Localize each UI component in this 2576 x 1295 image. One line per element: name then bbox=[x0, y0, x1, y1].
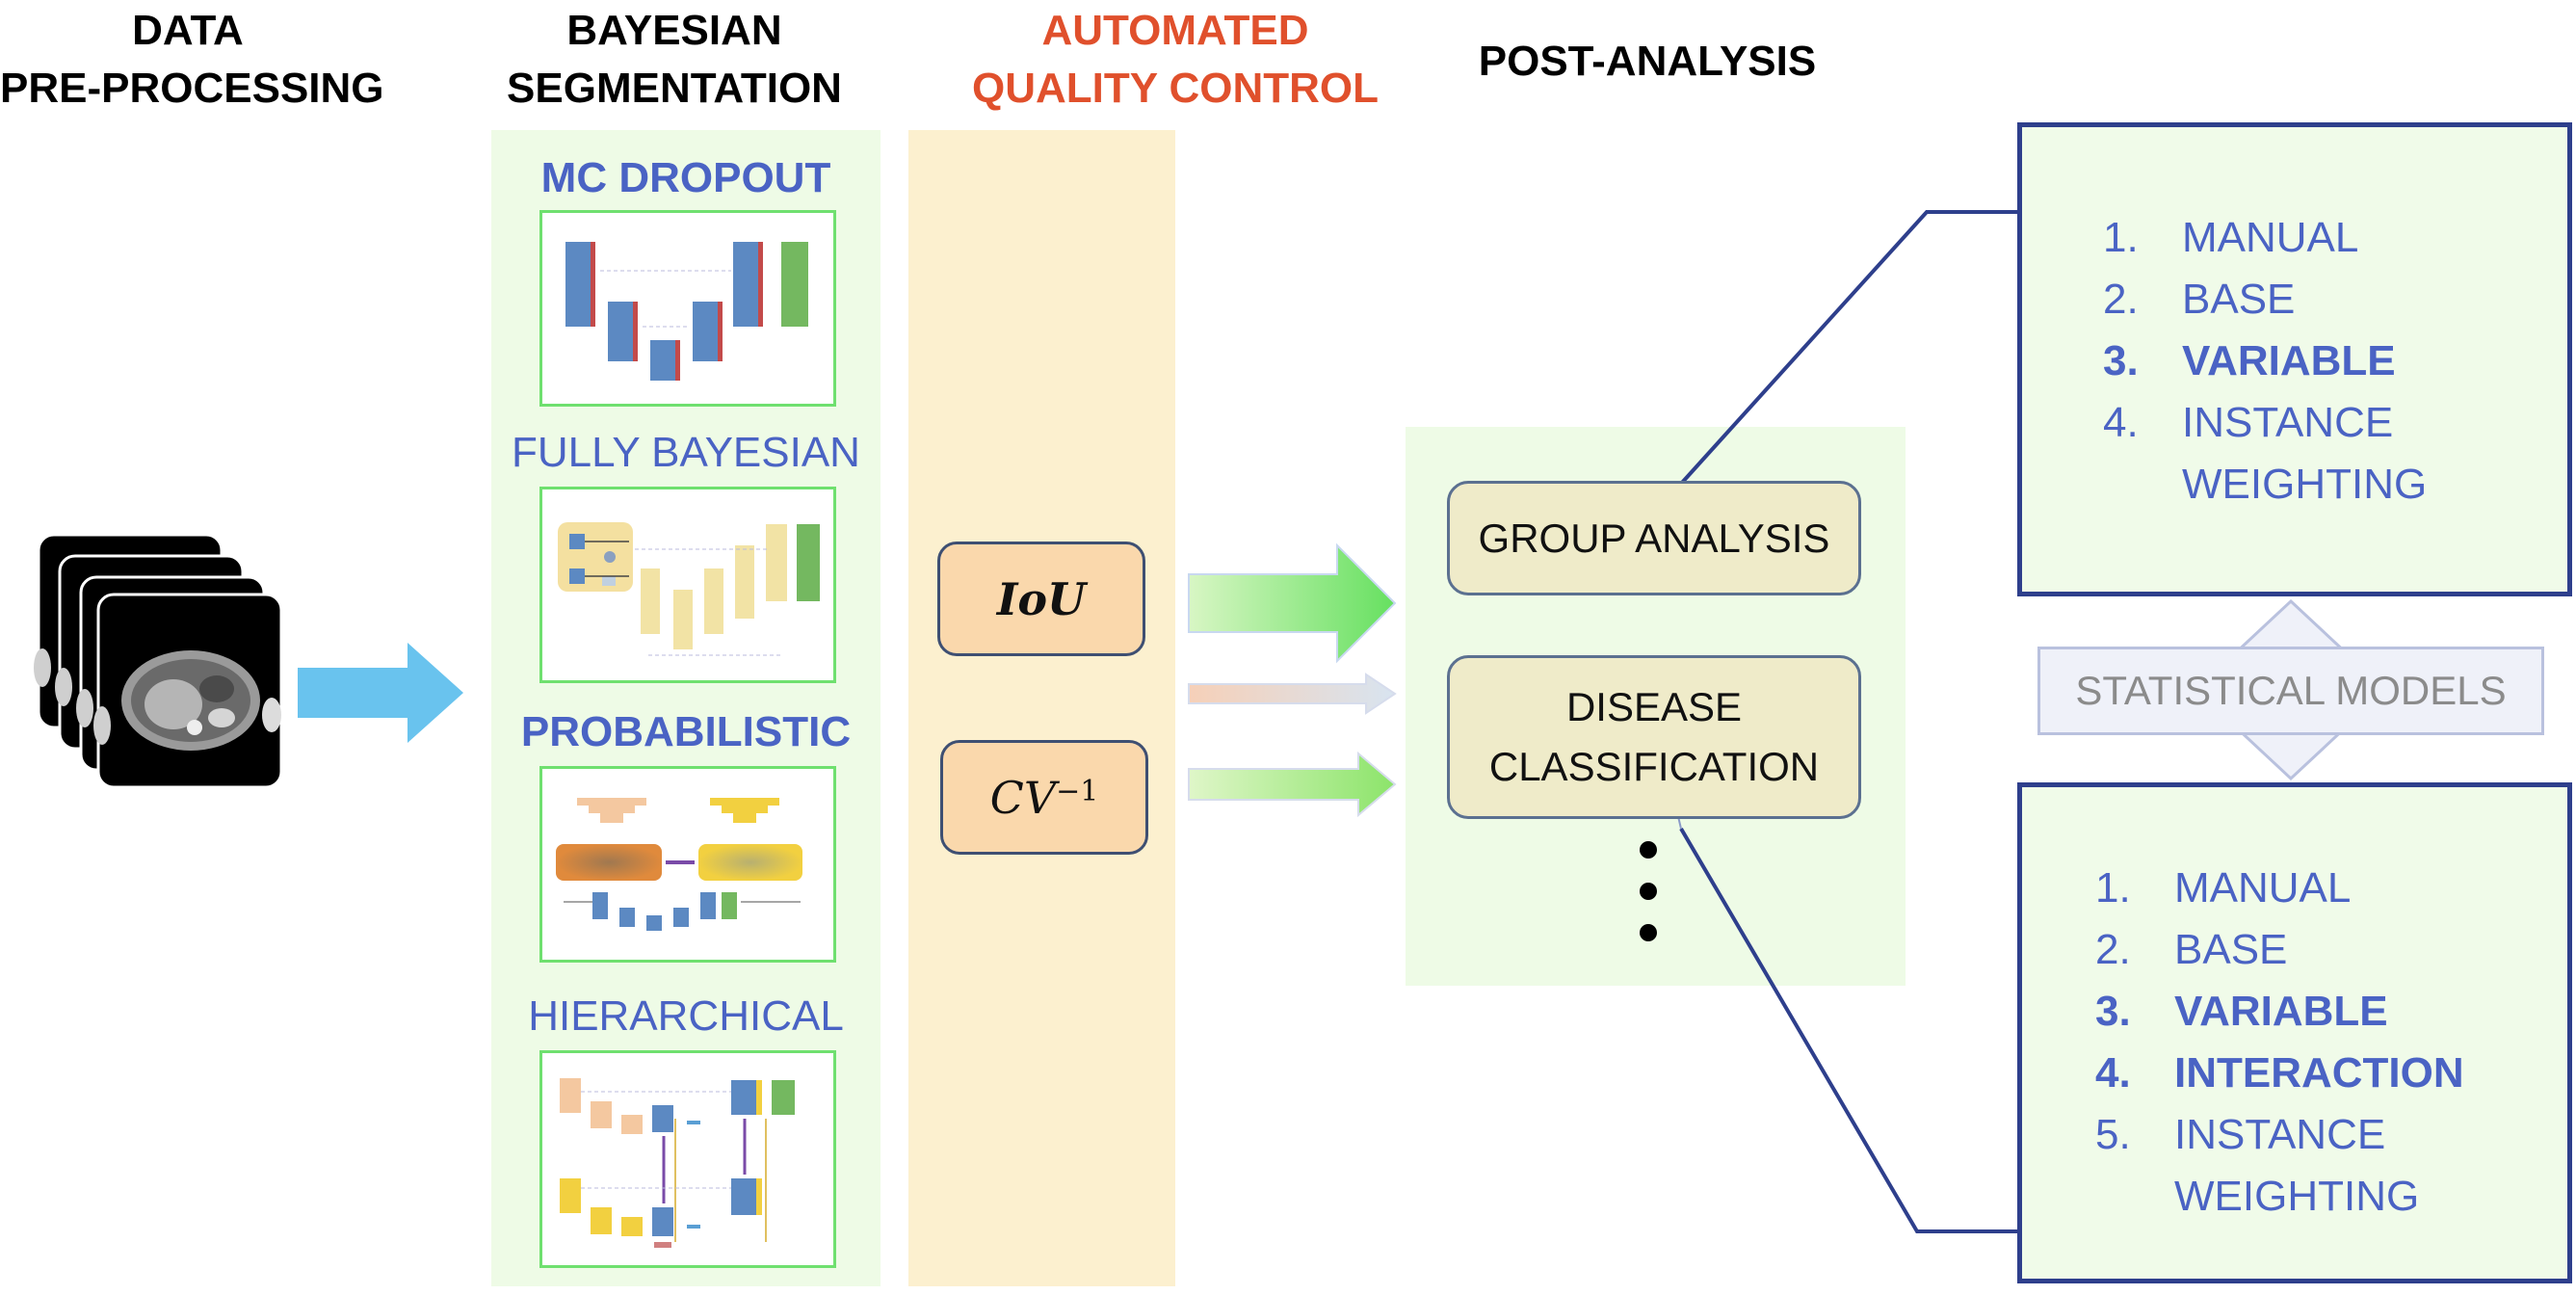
header-line: AUTOMATED bbox=[1041, 7, 1309, 54]
probabilistic-diagram bbox=[539, 766, 836, 963]
model-list-item: WEIGHTING bbox=[2182, 461, 2428, 508]
model-title-fully-bayesian: FULLY BAYESIAN bbox=[512, 429, 860, 476]
model-title-probabilistic: PROBABILISTIC bbox=[520, 708, 852, 755]
disease-classification-models-box: 1.MANUAL 2.BASE 3.VARIABLE 4.INTERACTION… bbox=[2017, 782, 2572, 1283]
fully-bayesian-diagram bbox=[539, 487, 836, 683]
header-line: SEGMENTATION bbox=[507, 65, 842, 112]
model-list-item: 1.MANUAL bbox=[2095, 864, 2352, 912]
header-line: POST-ANALYSIS bbox=[1478, 38, 1817, 85]
header-bayesian-segmentation: BAYESIAN SEGMENTATION bbox=[482, 2, 867, 118]
group-analysis-box: GROUP ANALYSIS bbox=[1447, 481, 1861, 595]
header-quality-control: AUTOMATED QUALITY CONTROL bbox=[954, 2, 1397, 118]
model-list-item: 5.INSTANCE bbox=[2095, 1111, 2386, 1158]
cv-exponent: −1 bbox=[1056, 775, 1099, 808]
iou-label: IoU bbox=[996, 572, 1087, 625]
group-analysis-label: GROUP ANALYSIS bbox=[1478, 515, 1830, 561]
model-title-mc-dropout: MC DROPOUT bbox=[540, 154, 831, 201]
model-list-item: WEIGHTING bbox=[2174, 1173, 2420, 1220]
iou-metric-box: IoU bbox=[937, 542, 1145, 656]
disease-classification-line: DISEASE bbox=[1565, 684, 1743, 729]
mc-dropout-diagram bbox=[539, 210, 836, 407]
model-list-item: 4.INTERACTION bbox=[2095, 1049, 2464, 1097]
header-line: QUALITY CONTROL bbox=[971, 65, 1380, 112]
statistical-models-label: STATISTICAL MODELS bbox=[2037, 647, 2544, 735]
model-list-item: 2.BASE bbox=[2095, 926, 2288, 973]
model-list-item: 3.VARIABLE bbox=[2095, 988, 2388, 1035]
model-list-item: 1.MANUAL bbox=[2103, 214, 2359, 261]
mri-image-stack bbox=[34, 533, 283, 789]
header-data-preprocessing: DATA PRE-PROCESSING bbox=[0, 2, 384, 118]
hierarchical-diagram bbox=[539, 1050, 836, 1268]
disease-classification-box: DISEASE CLASSIFICATION bbox=[1447, 655, 1861, 819]
model-list-item: 2.BASE bbox=[2103, 276, 2296, 323]
header-line: BAYESIAN bbox=[566, 7, 782, 54]
statistical-models-text: STATISTICAL MODELS bbox=[2075, 668, 2507, 713]
model-list-item: 3.VARIABLE bbox=[2103, 337, 2396, 384]
disease-classification-line: CLASSIFICATION bbox=[1488, 744, 1820, 789]
model-list-item: 4.INSTANCE bbox=[2103, 399, 2394, 446]
quality-control-panel bbox=[908, 130, 1175, 1286]
cv-label: CV bbox=[989, 771, 1057, 824]
header-line: PRE-PROCESSING bbox=[0, 65, 384, 112]
preprocessing-to-segmentation-arrow bbox=[298, 643, 463, 743]
qc-to-post-analysis-arrows bbox=[1188, 542, 1397, 818]
header-line: DATA bbox=[132, 7, 244, 54]
model-title-hierarchical: HIERARCHICAL bbox=[528, 992, 844, 1040]
more-tasks-ellipsis bbox=[1640, 841, 1659, 945]
cv-metric-box: CV−1 bbox=[940, 740, 1148, 855]
header-post-analysis: POST-ANALYSIS bbox=[1445, 33, 1850, 91]
group-analysis-models-box: 1.MANUAL 2.BASE 3.VARIABLE 4.INSTANCE WE… bbox=[2017, 122, 2572, 596]
